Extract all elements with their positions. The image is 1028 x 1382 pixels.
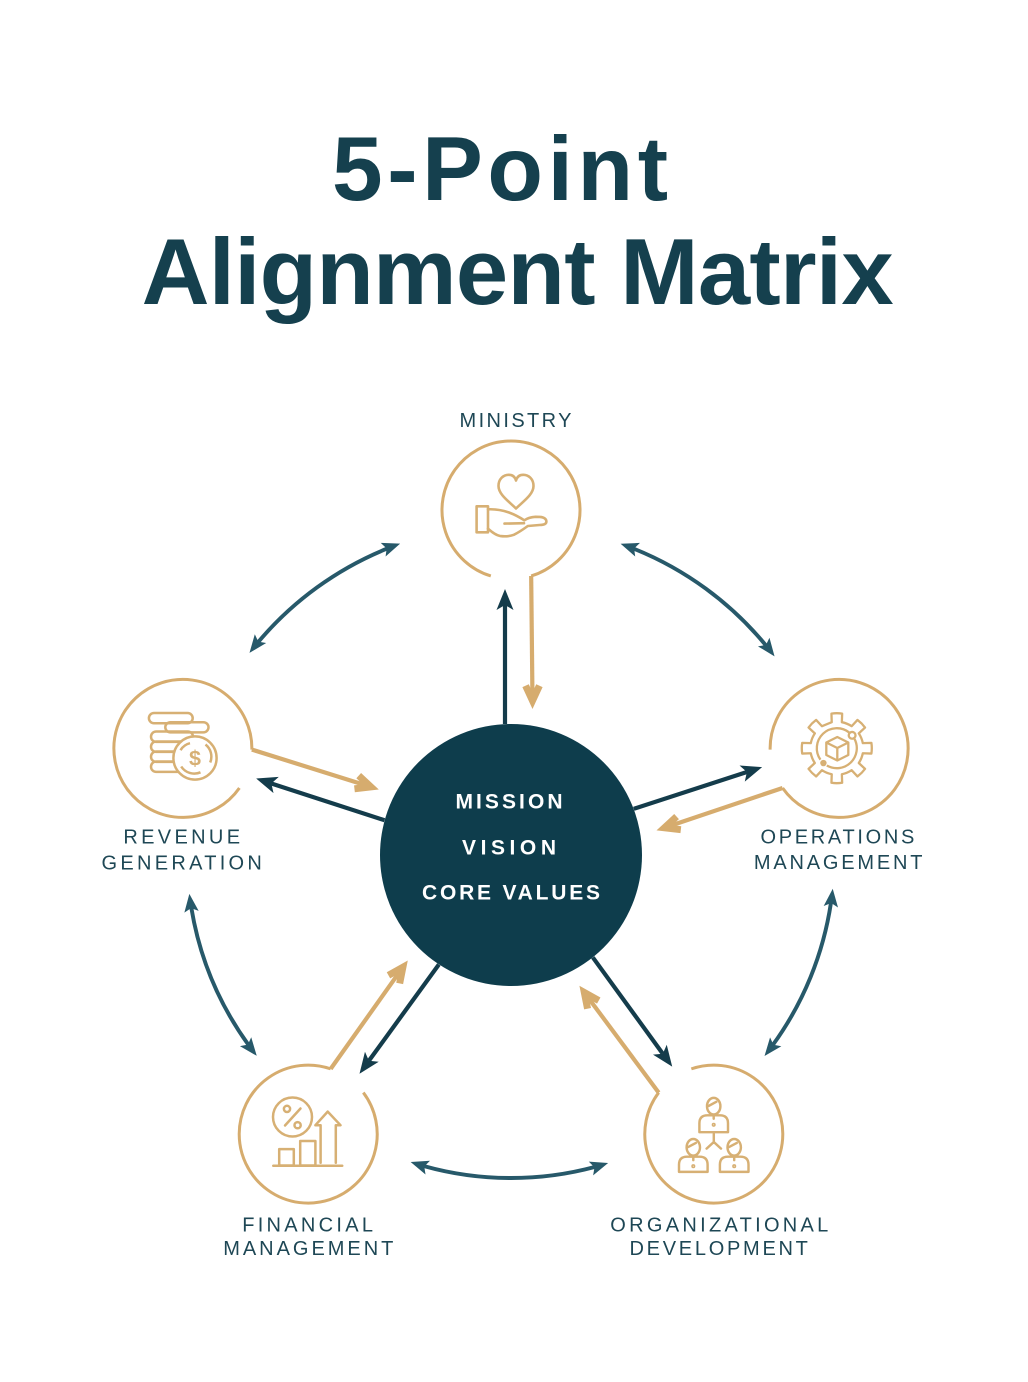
svg-text:DEVELOPMENT: DEVELOPMENT [630, 1238, 808, 1260]
svg-text:MINISTRY: MINISTRY [460, 410, 572, 432]
svg-text:MANAGEMENT: MANAGEMENT [754, 852, 923, 874]
svg-text:FINANCIAL: FINANCIAL [242, 1214, 373, 1236]
svg-text:MISSION: MISSION [456, 791, 563, 814]
svg-text:REVENUE: REVENUE [123, 827, 240, 849]
svg-text:OPERATIONS: OPERATIONS [761, 826, 915, 848]
svg-text:GENERATION: GENERATION [102, 852, 262, 874]
svg-text:MANAGEMENT: MANAGEMENT [223, 1238, 393, 1260]
svg-text:Alignment Matrix: Alignment Matrix [142, 219, 894, 324]
svg-text:ORGANIZATIONAL: ORGANIZATIONAL [610, 1214, 828, 1236]
svg-text:VISION: VISION [462, 836, 556, 859]
svg-text:CORE VALUES: CORE VALUES [422, 882, 600, 905]
svg-text:5-Point: 5-Point [332, 119, 668, 220]
svg-text:$: $ [189, 747, 201, 771]
